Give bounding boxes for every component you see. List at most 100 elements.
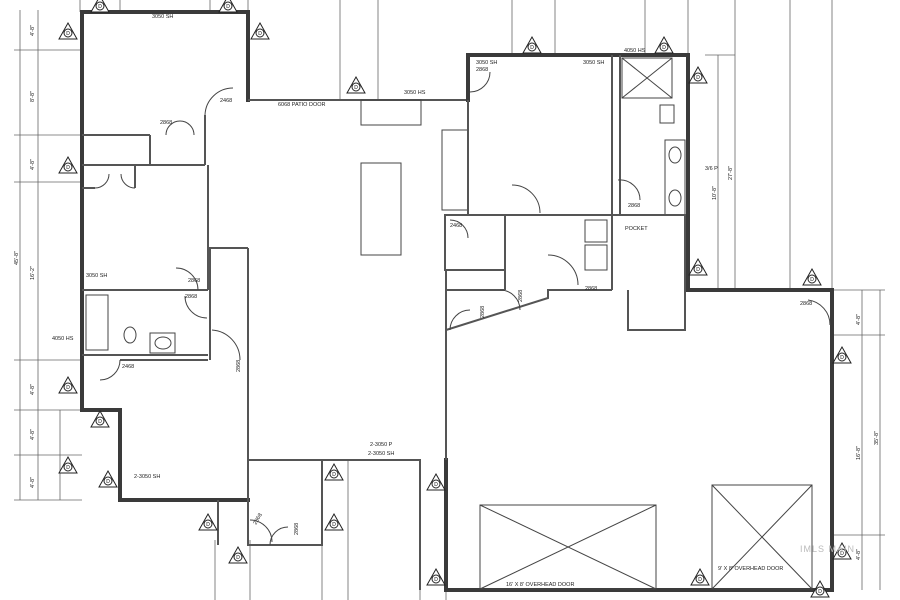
dim-right-6: 4'-8" (856, 549, 862, 560)
elevation-tag: D (688, 257, 708, 276)
laundry-washer (584, 244, 608, 271)
dim-right-5: 35'-8" (874, 431, 880, 445)
bottom-extensions (59, 410, 447, 600)
elevation-tag: D (802, 267, 822, 286)
door-pocket: 2868 (585, 286, 597, 292)
elevation-tag: D (228, 545, 248, 564)
elevation-tag: D (250, 21, 270, 40)
interior-walls (82, 55, 686, 545)
elevation-tag: D (324, 512, 344, 531)
dim-left-4: 45'-8" (14, 251, 20, 265)
elevation-tag-letter: D (818, 589, 822, 595)
door-hall-3: 2468 (220, 98, 232, 104)
pocket-label: POCKET (625, 226, 648, 232)
win-bath-top: 4050 HS (624, 48, 646, 54)
elevation-tag: D (98, 469, 118, 488)
elevation-tag-letter: D (662, 45, 666, 51)
elevation-tag-letter: D (530, 45, 534, 51)
dim-left-7: 4'-8" (30, 429, 36, 440)
elevation-tag-letter: D (258, 31, 262, 37)
door-master: 2868 (476, 67, 488, 73)
dim-left-2: 8'-8" (30, 91, 36, 102)
elevation-tag: D (522, 35, 542, 54)
win-bed3: 2-3050 SH (134, 474, 160, 480)
door-garage-1: 2868 (480, 306, 486, 318)
elevation-tag-letter: D (98, 419, 102, 425)
plan-labels: 3050 SH 6068 PATIO DOOR 3050 HS 3050 SH … (52, 14, 812, 535)
elevation-tag-letter: D (354, 85, 358, 91)
elevation-tag-letter: D (810, 277, 814, 283)
closet-left: 2868 (160, 120, 172, 126)
elevation-tag: D (90, 0, 110, 13)
kitchen-range-counter (441, 129, 469, 211)
door-closet-entry: 2868 (294, 523, 300, 535)
left-dimensions: 4'-8" 8'-8" 4'-8" 45'-8" 16'-2" 4'-8" 4'… (14, 10, 82, 501)
elevation-tag: D (690, 567, 710, 586)
elevation-tag-letter: D (66, 31, 70, 37)
elevation-tag: D (58, 375, 78, 394)
garage-door-big-label: 16' X 8' OVERHEAD DOOR (506, 582, 574, 588)
dim-left-6: 4'-8" (30, 384, 36, 395)
elevation-tag-letter: D (66, 465, 70, 471)
elevation-tag: D (346, 75, 366, 94)
elevation-tag: D (58, 21, 78, 40)
master-vanity (664, 139, 686, 216)
dim-right-3: 4'-8" (856, 314, 862, 325)
elevation-tag-letter: D (332, 522, 336, 528)
kitchen-sink-counter (360, 99, 422, 126)
kitchen-island (360, 162, 402, 256)
elevation-tag-letter: D (434, 577, 438, 583)
exterior-walls (80, 10, 834, 592)
elevation-tag: D (426, 472, 446, 491)
dim-right-1: 10'-8" (712, 186, 718, 200)
elevation-tag-letter: D (66, 165, 70, 171)
master-toilet (659, 104, 675, 124)
elevation-tag: D (58, 155, 78, 174)
garage-doors: 16' X 8' OVERHEAD DOOR 9' X 8' OVERHEAD … (479, 484, 813, 590)
door-laundry: 2868 (236, 360, 242, 372)
dim-left-1: 4'-8" (30, 25, 36, 36)
shower (621, 57, 673, 99)
elevation-tag-letter: D (98, 4, 102, 10)
elevation-tag: D (324, 462, 344, 481)
elevation-tag-letter: D (840, 355, 844, 361)
elevation-tag-letter: D (696, 75, 700, 81)
elevation-tag: D (58, 455, 78, 474)
elevation-tag: D (218, 0, 238, 13)
garage-door-16 (479, 504, 657, 590)
dim-left-8: 4'-8" (30, 477, 36, 488)
laundry-dryer (584, 219, 608, 243)
win-master: 3050 SH (476, 60, 497, 66)
elevation-tag-letter: D (698, 577, 702, 583)
door-pantry: 2468 (450, 223, 462, 229)
door-hall-1: 2868 (188, 278, 200, 284)
elevation-tag-letter: D (236, 555, 240, 561)
elevation-tag-letter: D (106, 479, 110, 485)
door-garage-2: 2868 (518, 290, 524, 302)
bathtub (85, 294, 109, 351)
bath-vanity (149, 332, 176, 354)
door-garage-side: 2868 (800, 301, 812, 307)
win-master-2: 3050 SH (583, 60, 604, 66)
elevation-tag: D (810, 579, 830, 598)
dim-left-5: 16'-2" (30, 266, 36, 280)
patio-door-label: 6068 PATIO DOOR (278, 102, 326, 108)
win-bed2: 3050 SH (86, 273, 107, 279)
elevation-tag-letter: D (66, 385, 70, 391)
elevation-tag: D (832, 541, 852, 560)
win-front-2: 2-3050 SH (368, 451, 394, 457)
elevation-tag: D (832, 345, 852, 364)
elevation-tag-letter: D (840, 551, 844, 557)
elevation-tag: D (90, 409, 110, 428)
dim-left-3: 4'-8" (30, 159, 36, 170)
dim-right-4: 16'-8" (856, 446, 862, 460)
elevation-tag-letter: D (226, 4, 230, 10)
door-entry: 2868 (253, 512, 264, 526)
top-right-dimensions: 10'-8" 27'-8" 4'-8" 16'-8" 35'-8" 4'-8" (79, 0, 885, 590)
win-kitchen: 3050 HS (404, 90, 426, 96)
win-bath-left: 4050 HS (52, 336, 74, 342)
door-bath-left: 2468 (122, 364, 134, 370)
watermark: IMLS MAIN (800, 544, 856, 554)
